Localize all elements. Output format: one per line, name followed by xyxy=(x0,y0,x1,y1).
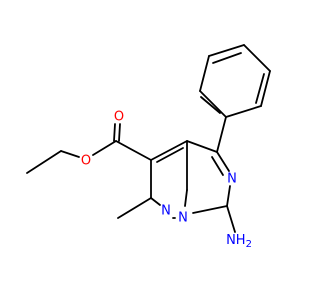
bond-n-bridge-c8a xyxy=(184,189,188,207)
bond-c4-c3-inner xyxy=(156,147,184,163)
atom-o-carbonyl: O xyxy=(114,110,124,125)
bond-ethyl-ch3-ch2 xyxy=(26,150,62,174)
atom-n-ring-a: N xyxy=(161,204,171,219)
bond-c3i-amino xyxy=(226,205,236,233)
bond-ph-1i xyxy=(200,96,221,114)
bond-carbonyl-double-1 xyxy=(113,123,116,142)
atom-o-ester: O xyxy=(81,154,91,169)
bond-c1-n2-inner xyxy=(211,156,224,176)
bond-ph-4 xyxy=(243,44,271,72)
bond-ph-3 xyxy=(208,44,245,57)
bond-o-carbonylc xyxy=(92,140,117,156)
bond-c2-n1 xyxy=(150,197,161,206)
amino-label: NH xyxy=(226,233,246,248)
bond-carbonylc-c3 xyxy=(115,140,152,161)
molecule-diagram: O O N N N NH2 xyxy=(26,44,271,250)
bond-ph-5i xyxy=(255,73,265,104)
bond-ph-5 xyxy=(260,70,271,107)
bond-ethyl-ch2-o xyxy=(60,150,80,158)
amino-subscript: 2 xyxy=(246,239,252,250)
bond-c8a-c1 xyxy=(186,140,218,153)
bond-methyl xyxy=(117,197,152,219)
bond-carbonyl-double-2 xyxy=(118,123,121,142)
bond-ph-1 xyxy=(199,90,227,118)
bond-c4-c3-outer xyxy=(150,140,188,161)
bond-c1-phenyl xyxy=(216,116,227,153)
atom-n-imidazole: N xyxy=(227,172,237,187)
bond-n2-c3i xyxy=(226,185,231,207)
atom-amino: NH2 xyxy=(226,233,252,250)
bond-ph-6 xyxy=(225,105,262,118)
bond-c3i-n-bridge xyxy=(192,205,228,214)
bond-ph-3i xyxy=(212,52,242,64)
bond-c1-n2-outer xyxy=(216,151,230,172)
bond-ph-2 xyxy=(199,55,210,92)
structure-canvas: O O N N N NH2 xyxy=(26,44,271,250)
atom-n-ring-b: N xyxy=(178,211,188,226)
